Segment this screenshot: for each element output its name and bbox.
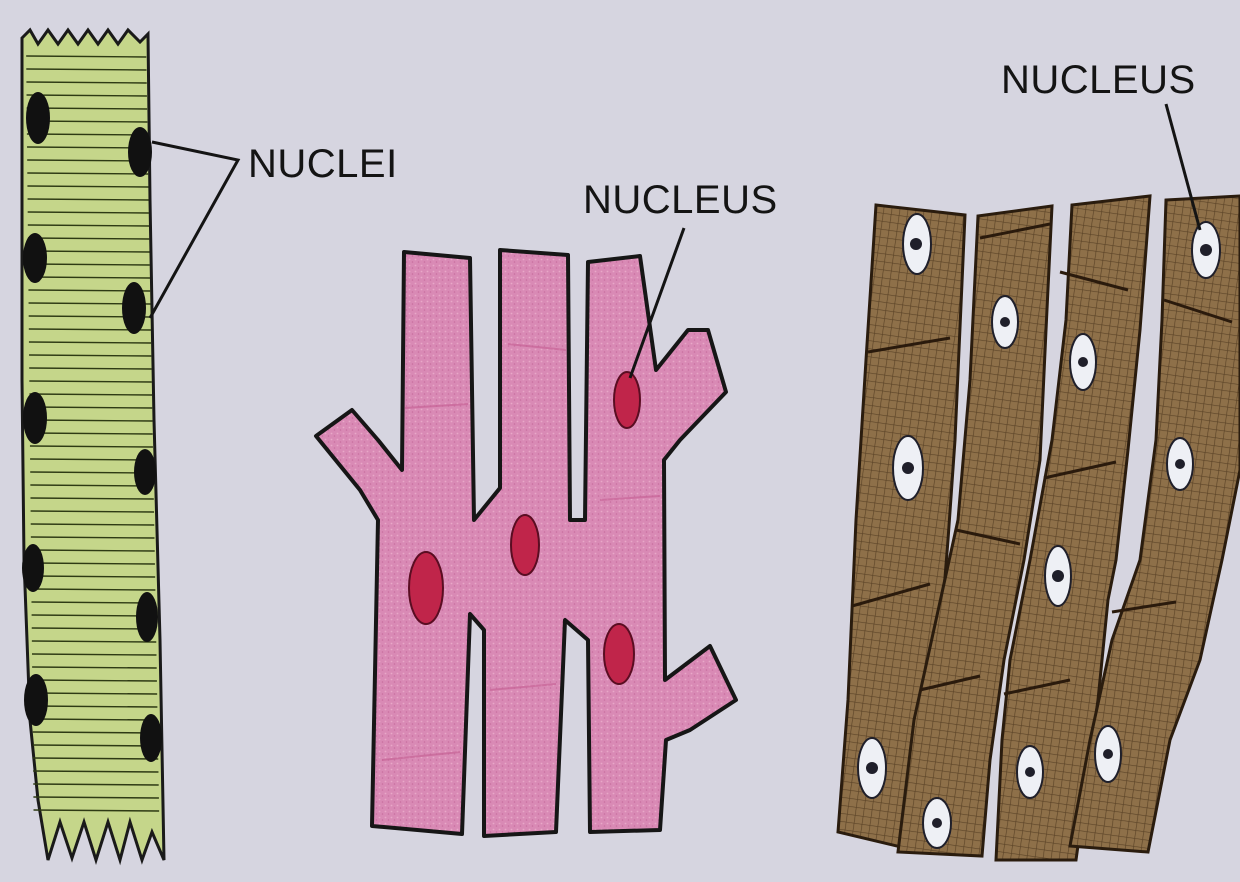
striation-line: [28, 212, 149, 213]
skeletal-nucleus: [26, 92, 50, 144]
striation-line: [31, 563, 155, 564]
skeletal-nucleus: [134, 449, 156, 495]
striation-line: [29, 381, 151, 382]
striation-line: [30, 459, 153, 460]
striation-line: [33, 732, 158, 733]
striation-line: [29, 342, 151, 343]
striation-line: [33, 797, 159, 798]
striation-line: [30, 420, 153, 421]
skeletal-nucleus: [22, 544, 44, 592]
striation-line: [33, 719, 158, 720]
striation-line: [28, 225, 149, 226]
striation-line: [33, 745, 158, 746]
striation-line: [30, 446, 153, 447]
skeletal-nucleus: [136, 592, 158, 642]
striation-line: [29, 355, 151, 356]
striation-line: [31, 524, 155, 525]
striation-line: [29, 368, 151, 369]
striation-line: [32, 680, 157, 681]
label-nucleus-cardiac: NUCLEUS: [1001, 58, 1196, 102]
nuclei-leader-lines: [150, 142, 238, 318]
branching-nucleus: [409, 552, 443, 624]
striation-line: [32, 641, 156, 642]
striation-line: [32, 667, 157, 668]
brown-muscle-fibers: NUCLEUS: [838, 58, 1240, 860]
striation-line: [31, 511, 154, 512]
striation-line: [26, 82, 146, 83]
branching-muscle-fibers: NUCLEUS: [316, 178, 778, 836]
striation-line: [31, 537, 155, 538]
striation-line: [32, 654, 156, 655]
skeletal-nucleus: [23, 392, 47, 444]
striation-line: [27, 173, 148, 174]
striation-line: [30, 407, 153, 408]
branching-nucleus: [604, 624, 634, 684]
striation-line: [28, 199, 149, 200]
skeletal-nucleus: [122, 282, 146, 334]
striation-line: [30, 433, 153, 434]
striation-line: [31, 576, 155, 577]
striation-line: [30, 485, 153, 486]
striation-line: [30, 498, 153, 499]
striation-line: [32, 693, 157, 694]
striation-line: [29, 394, 152, 395]
branching-nucleus: [614, 372, 640, 428]
striation-line: [31, 589, 155, 590]
striation-line: [31, 602, 155, 603]
branching-nucleus: [511, 515, 539, 575]
striation-line: [27, 95, 147, 96]
striation-line: [34, 810, 160, 811]
label-nucleus-branching: NUCLEUS: [583, 178, 778, 222]
striation-line: [33, 784, 158, 785]
striation-line: [26, 56, 146, 57]
striation-line: [28, 277, 150, 278]
label-nuclei: NUCLEI: [248, 142, 398, 186]
striation-line: [26, 69, 146, 70]
striation-line: [33, 758, 158, 759]
skeletal-nucleus: [140, 714, 162, 762]
skeletal-nucleus: [128, 127, 152, 177]
striation-line: [28, 238, 149, 239]
skeletal-nucleus: [23, 233, 47, 283]
striation-line: [27, 186, 148, 187]
striation-line: [33, 771, 158, 772]
striation-line: [32, 706, 157, 707]
striation-line: [31, 550, 155, 551]
skeletal-nucleus: [24, 674, 48, 726]
